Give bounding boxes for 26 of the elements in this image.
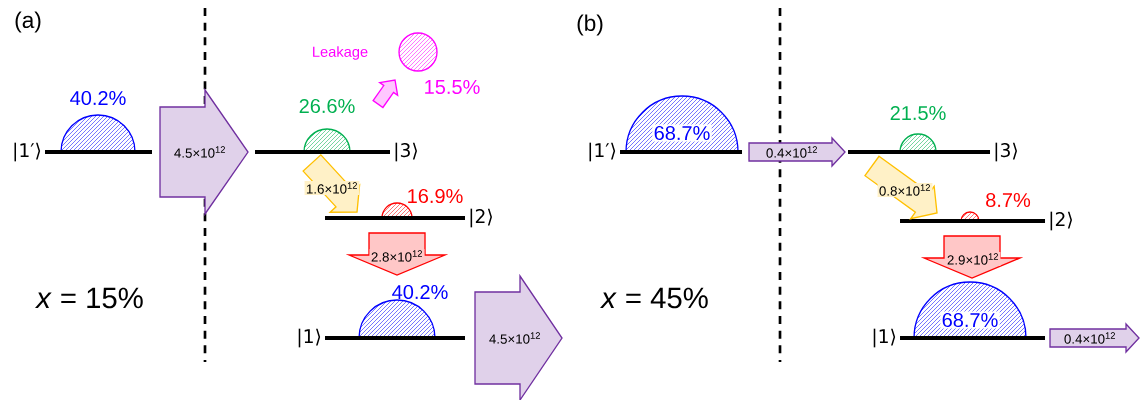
percentage-label: 21.5% xyxy=(890,105,946,121)
panel-label: (a) xyxy=(15,11,41,33)
block-arrow xyxy=(474,273,563,400)
composition-label: x = 15% xyxy=(35,287,143,309)
block-arrow xyxy=(159,87,249,217)
percentage-label: 40.2% xyxy=(70,90,126,106)
percentage-label: 8.7% xyxy=(986,192,1031,208)
percentage-label: 26.6% xyxy=(299,98,355,114)
state-label: |1⟩ xyxy=(298,328,321,348)
state-label: |1′⟩ xyxy=(589,142,616,162)
state-label: |3⟩ xyxy=(395,142,417,162)
panel-label: (b) xyxy=(577,14,603,36)
percentage-label: 40.2% xyxy=(392,284,448,300)
percentage-label: 68.7% xyxy=(940,311,1000,329)
state-label: |3⟩ xyxy=(995,142,1017,162)
percentage-label: 68.7% xyxy=(652,124,712,142)
state-label: |2⟩ xyxy=(1050,211,1072,231)
leakage-label: Leakage xyxy=(313,46,368,60)
block-arrow xyxy=(372,79,399,109)
edge-label: 1.6×10$^{12}$ xyxy=(304,180,360,196)
percentage-label: 15.5% xyxy=(425,80,480,95)
composition-label: x = 45% xyxy=(600,287,708,309)
percentage-label: 16.9% xyxy=(408,188,463,204)
state-label: |1′⟩ xyxy=(14,142,41,162)
state-label: |1⟩ xyxy=(873,328,896,348)
state-label: |2⟩ xyxy=(470,208,492,228)
